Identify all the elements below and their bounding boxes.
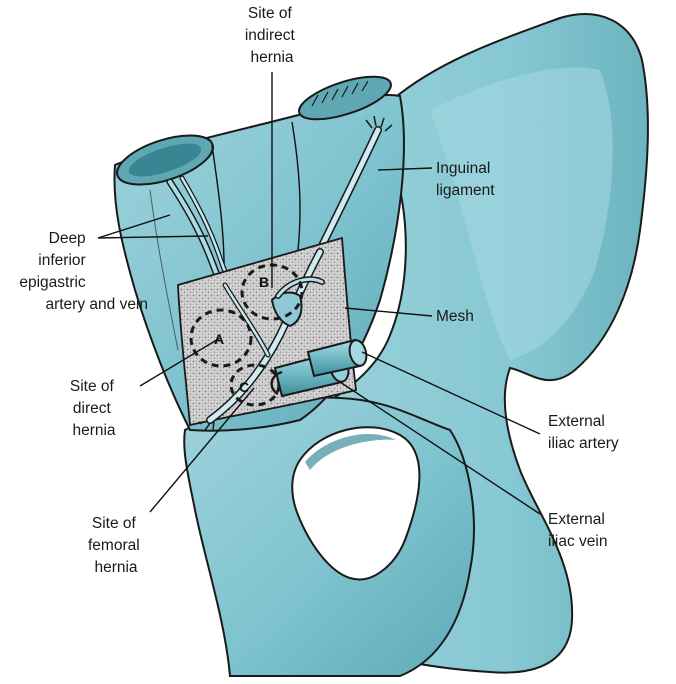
iliac-artery-end <box>348 339 368 367</box>
leader-artery <box>361 351 541 435</box>
obturator-foramen <box>291 426 421 581</box>
iliac-vessels <box>270 338 368 398</box>
foramen-rim-shadow <box>305 434 396 470</box>
label-deep-inferior: Deep inferior epigastric artery and vein <box>19 230 148 313</box>
label-site-indirect: Site of indirect hernia <box>245 5 299 66</box>
leader-deep-inferior-1 <box>97 214 171 239</box>
labels: Site of indirect hernia Inguinal ligamen… <box>19 5 619 576</box>
label-site-femoral: Site of femoral hernia <box>88 515 144 576</box>
right-tube-opening <box>298 75 392 121</box>
label-mesh: Mesh <box>436 308 474 325</box>
leader-vein <box>339 381 541 515</box>
marker-c: C <box>239 379 249 395</box>
vein-curve-start <box>270 370 283 396</box>
leader-mesh <box>344 307 433 317</box>
leader-deep-inferior-2 <box>97 235 209 239</box>
label-inguinal-ligament: Inguinal ligament <box>436 160 495 199</box>
leader-inguinal <box>377 167 433 171</box>
marker-b: B <box>259 274 269 290</box>
leader-femoral <box>149 387 255 513</box>
epigastric-over-mesh-fill <box>223 283 270 357</box>
label-site-direct: Site of direct hernia <box>70 378 118 439</box>
wall-fold-2 <box>291 121 301 251</box>
left-tube-inner <box>128 143 202 177</box>
spermatic-cord-arch-fill <box>276 277 324 298</box>
wall-fold-3 <box>149 189 179 351</box>
leader-lines <box>97 72 541 515</box>
right-tube-hatching <box>311 80 369 107</box>
direct-hernia-site-circle <box>189 308 253 368</box>
leader-direct <box>139 337 221 387</box>
ligament-fray-top <box>365 115 393 132</box>
anatomy-illustration: A B C <box>113 13 649 677</box>
label-external-iliac-artery: External iliac artery <box>548 413 619 452</box>
label-external-iliac-vein: External iliac vein <box>548 511 609 550</box>
pelvic-highlight <box>430 67 613 361</box>
